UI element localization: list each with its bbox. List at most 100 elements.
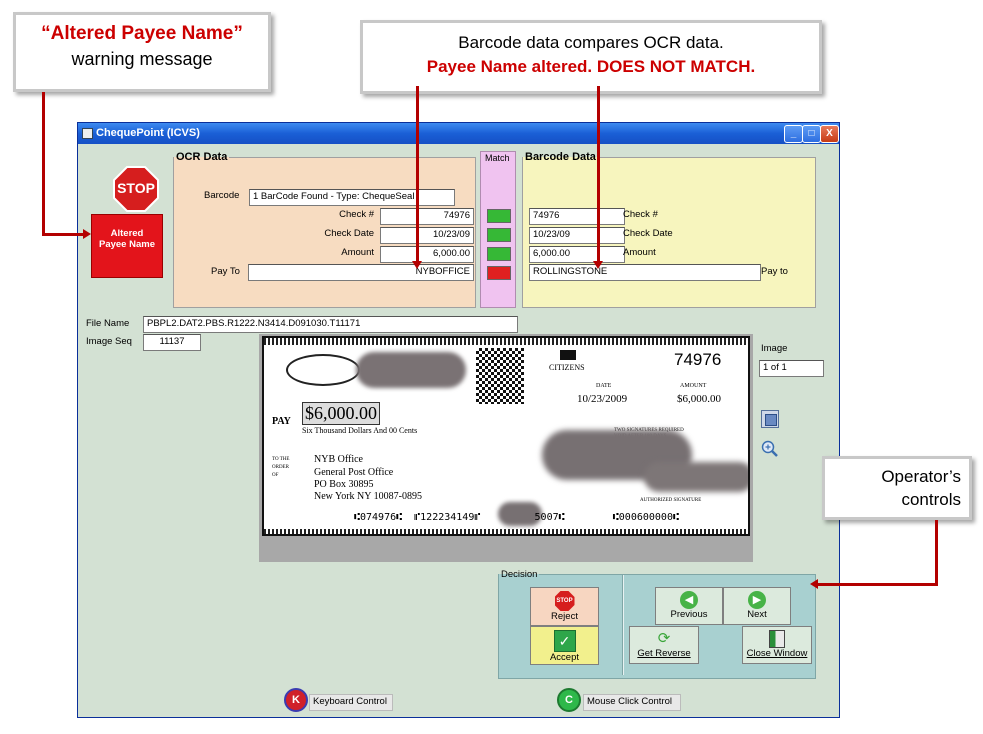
file-name-label: File Name [86, 318, 130, 329]
ocr-amount-label: Amount [341, 247, 374, 258]
ocr-check-date-field: 10/23/09 [380, 227, 474, 244]
file-name-field: PBPL2.DAT2.PBS.R1222.N3414.D091030.T1117… [143, 316, 518, 333]
ocr-check-no-field: 74976 [380, 208, 474, 225]
redacted-micr [498, 502, 542, 526]
arrow-line [935, 520, 938, 586]
image-count-field: 1 of 1 [759, 360, 824, 377]
cheque-to-label: TO THE ORDER OF [272, 457, 290, 478]
image-seq-label: Image Seq [86, 336, 132, 347]
app-icon [82, 128, 93, 139]
arrow-line [42, 233, 84, 236]
ocr-payto-field: NYBOFFICE [248, 264, 474, 281]
bank-name: CITIZENS [549, 363, 585, 372]
arrow-head-icon [412, 261, 422, 269]
cheque-logo [286, 354, 360, 386]
callout-altered-payee-text: warning message [71, 49, 213, 69]
image-seq-field: 11137 [143, 334, 201, 351]
zoom-icon[interactable] [761, 440, 779, 458]
get-reverse-button[interactable]: ⟳ Get Reverse [629, 626, 699, 664]
exit-door-icon [769, 630, 785, 648]
keyboard-control-icon[interactable]: K [284, 688, 308, 712]
barcode-check-no-label: Check # [623, 209, 658, 220]
reject-button[interactable]: STOP Reject [530, 587, 599, 626]
previous-button[interactable]: ◀ Previous [655, 587, 723, 625]
callout-barcode-compare: Barcode data compares OCR data. Payee Na… [360, 20, 822, 94]
callout-altered-payee: “Altered Payee Name” warning message [13, 12, 271, 92]
ocr-check-no-label: Check # [339, 209, 374, 220]
get-reverse-label: Get Reverse [637, 648, 691, 659]
title-bar[interactable]: ChequePoint (ICVS) _ □ X [78, 123, 839, 144]
stop-sign-icon: STOP [113, 166, 159, 212]
arrow-line [42, 92, 45, 236]
image-label: Image [761, 343, 788, 354]
maximize-button[interactable]: □ [802, 125, 821, 143]
close-window-button[interactable]: Close Window [742, 626, 812, 664]
next-button[interactable]: ▶ Next [723, 587, 791, 625]
barcode-amount-label: Amount [623, 247, 656, 258]
cheque-payee-line-2: General Post Office [314, 467, 394, 478]
previous-arrow-icon: ◀ [680, 591, 698, 609]
close-button[interactable]: X [820, 125, 839, 143]
barcode-check-date-field: 10/23/09 [529, 227, 625, 244]
callout-operator-controls: Operator’s controls [822, 456, 972, 520]
barcode-payto-label: Pay to [761, 266, 788, 277]
callout-operator-line-2: controls [901, 490, 961, 509]
bank-logo-icon [560, 350, 576, 360]
next-arrow-icon: ▶ [748, 591, 766, 609]
callout-operator-line-1: Operator’s [881, 467, 961, 486]
redacted-signature-2 [644, 462, 748, 492]
reject-label: Reject [551, 611, 578, 622]
match-amount-indicator [487, 247, 511, 261]
ocr-data-legend: OCR Data [176, 151, 228, 163]
mouse-control-label: Mouse Click Control [583, 694, 681, 711]
cheque-amount: $6,000.00 [677, 393, 721, 405]
cheque-payee-line-4: New York NY 10087-0895 [314, 491, 422, 502]
previous-label: Previous [670, 609, 708, 620]
altered-payee-badge: Altered Payee Name [91, 214, 163, 278]
cheque-auth-label: AUTHORIZED SIGNATURE [640, 498, 702, 503]
minimize-button[interactable]: _ [784, 125, 803, 143]
next-label: Next [747, 609, 767, 620]
reject-stop-icon: STOP [554, 591, 575, 611]
callout-barcode-compare-alert: Payee Name altered. DOES NOT MATCH. [426, 57, 756, 76]
arrow-line [416, 86, 419, 264]
barcode-check-no-field: 74976 [529, 208, 625, 225]
cheque-pay-amount: $6,000.00 [302, 402, 380, 425]
reverse-icon: ⟳ [657, 630, 671, 647]
cheque-image[interactable]: CITIZENS 74976 DATE 10/23/2009 AMOUNT $6… [262, 336, 750, 536]
accept-button[interactable]: ✓ Accept [530, 626, 599, 665]
ocr-barcode-label: Barcode [204, 190, 240, 201]
arrow-head-icon [810, 579, 818, 589]
cheque-top-border [264, 338, 748, 345]
cheque-amount-words: Six Thousand Dollars And 00 Cents [302, 426, 418, 435]
barcode-check-date-label: Check Date [623, 228, 673, 239]
arrow-head-icon [593, 261, 603, 269]
cheque-payee-line-1: NYB Office [314, 454, 363, 465]
keyboard-control-label: Keyboard Control [309, 694, 393, 711]
cheque-barcode-seal [476, 348, 524, 404]
barcode-data-legend: Barcode Data [525, 151, 596, 163]
cheque-bottom-border [264, 529, 748, 534]
accept-label: Accept [549, 652, 580, 663]
match-check-date-indicator [487, 228, 511, 242]
match-check-no-indicator [487, 209, 511, 223]
close-window-label: Close Window [746, 648, 808, 659]
ocr-barcode-field: 1 BarCode Found - Type: ChequeSeal [249, 189, 455, 206]
redacted-blob [356, 352, 466, 388]
ocr-check-date-label: Check Date [324, 228, 374, 239]
save-image-icon[interactable] [761, 410, 779, 428]
arrow-head-icon [83, 229, 91, 239]
arrow-line [818, 583, 938, 586]
match-legend: Match [485, 153, 510, 163]
decision-divider [622, 575, 624, 675]
altered-payee-badge-text: Altered Payee Name [99, 228, 155, 250]
ocr-payto-label: Pay To [211, 266, 240, 277]
callout-barcode-compare-text: Barcode data compares OCR data. [458, 33, 724, 52]
ocr-amount-field: 6,000.00 [380, 246, 474, 263]
mouse-control-icon[interactable]: C [557, 688, 581, 712]
window-title: ChequePoint (ICVS) [96, 127, 200, 139]
cheque-micr-line: ⑆074976⑆ ⑈122234149⑈ 5007⑆ ⑆000600000⑆ [354, 512, 679, 523]
match-payto-indicator [487, 266, 511, 280]
cheque-number: 74976 [674, 350, 722, 369]
barcode-payto-field: ROLLINGSTONE [529, 264, 761, 281]
